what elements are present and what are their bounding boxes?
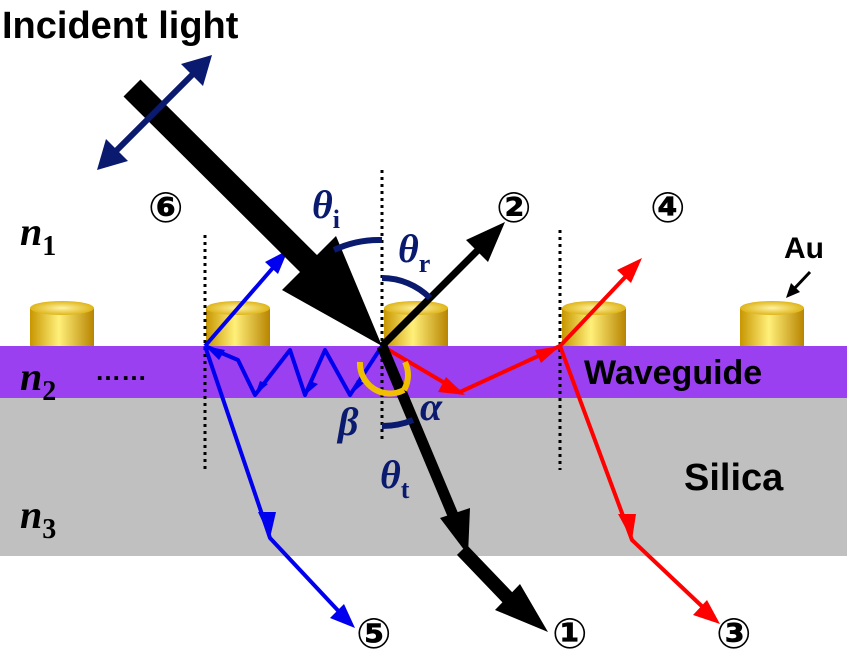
au-pillar-1: [30, 301, 94, 346]
silica-layer: [0, 398, 847, 556]
theta-i-label: θi: [312, 182, 340, 234]
beta-label: β: [336, 399, 359, 444]
theta-t-label: θt: [380, 452, 410, 504]
theta-r-arc: [381, 275, 433, 301]
beam-label-1: ①: [552, 610, 588, 657]
waveguide-label: Waveguide: [584, 354, 762, 392]
theta-r-label: θr: [398, 226, 430, 278]
polarization-arrow: [97, 55, 212, 170]
red-beam-4: [558, 270, 632, 348]
medium-n1: n1: [20, 209, 56, 262]
medium-n2: n2: [20, 354, 56, 407]
angle-arcs: [332, 236, 433, 430]
blue-guided-zigzag: [204, 344, 384, 397]
blue-beam-6: [203, 260, 280, 348]
au-pointer: [786, 270, 812, 298]
alpha-label: α: [420, 384, 443, 429]
beam-label-6: ⑥: [148, 184, 184, 231]
transmitted-beam-1: [376, 343, 461, 523]
blue-beams: [203, 250, 384, 628]
silica-label: Silica: [684, 457, 784, 499]
beam-label-4: ④: [650, 184, 686, 231]
au-label: Au: [784, 232, 824, 265]
theta-i-arc: [332, 236, 383, 253]
beta-arc: [356, 361, 406, 397]
dots-label: ……: [95, 356, 147, 386]
incident-arrowhead: [282, 236, 382, 346]
alpha-arc: [401, 360, 411, 392]
black-beams: [123, 79, 548, 632]
theta-t-arc: [381, 417, 415, 430]
beam-label-2: ②: [496, 184, 532, 231]
beam-label-5: ⑤: [356, 610, 392, 657]
title: Incident light: [2, 5, 239, 47]
au-pillar-5: [740, 301, 804, 346]
medium-n3: n3: [20, 492, 56, 545]
beam-label-3: ③: [716, 610, 752, 657]
incident-beam: [123, 79, 324, 279]
